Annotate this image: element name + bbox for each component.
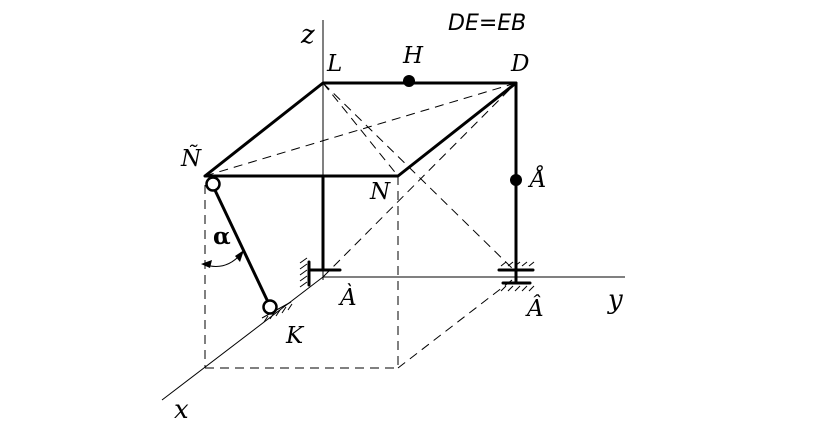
dash-c-d xyxy=(204,82,517,177)
label-point-h: H xyxy=(402,43,424,69)
label-axis-x: x xyxy=(174,395,189,425)
dash-l-n xyxy=(322,82,399,177)
hinge-k xyxy=(262,299,278,315)
x-axis xyxy=(161,276,324,401)
point-e-dot xyxy=(510,174,522,186)
label-axis-y: y xyxy=(607,285,623,315)
dash-a-d xyxy=(322,82,517,278)
label-point-c: Ñ xyxy=(180,144,202,172)
support-a xyxy=(299,257,342,288)
support-b xyxy=(497,261,535,292)
label-point-l: L xyxy=(326,51,342,77)
label-point-k: K xyxy=(285,323,305,349)
label-point-d: D xyxy=(510,51,529,77)
label-angle-alpha: α xyxy=(213,223,231,250)
dash-bottom-diag xyxy=(397,276,517,369)
point-h-dot xyxy=(403,75,415,87)
dash-l-b xyxy=(322,82,517,273)
rod-c-k xyxy=(211,184,270,304)
angle-arrow-left xyxy=(201,260,212,268)
hinge-c xyxy=(205,176,221,192)
label-point-n: N xyxy=(369,179,391,205)
label-axis-z: z xyxy=(300,20,315,50)
label-point-a: À xyxy=(338,284,357,311)
label-condition: DE=EB xyxy=(448,11,526,36)
label-point-b: Â xyxy=(525,295,544,322)
label-point-e: Å xyxy=(527,165,547,193)
angle-arrow-right xyxy=(235,250,244,262)
